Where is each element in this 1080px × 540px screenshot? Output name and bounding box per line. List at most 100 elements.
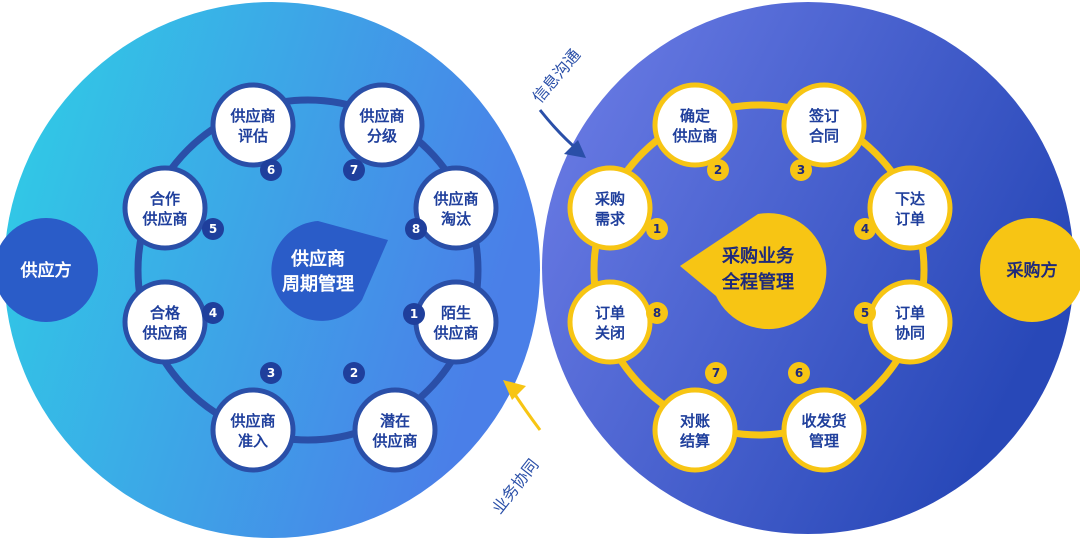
procurement-step-number: 8	[653, 306, 661, 320]
supplier-node-label: 准入	[238, 432, 268, 450]
supplier-side-circle	[0, 218, 98, 322]
supplier-node-label: 供应商	[371, 432, 417, 450]
procurement-node-circle	[867, 165, 953, 251]
supplier-node-circle	[122, 279, 208, 365]
buyer-side-label: 采购方	[1006, 260, 1058, 281]
procurement-node-label: 合同	[808, 127, 839, 145]
procurement-step-badge	[646, 218, 668, 240]
procurement-step-number: 5	[861, 306, 869, 320]
procurement-node-circle	[567, 279, 653, 365]
supplier-node-label: 合格	[149, 304, 181, 322]
procurement-node-label: 管理	[809, 432, 839, 450]
business-flow-label: 业务协同	[488, 455, 542, 517]
procurement-step-badge	[854, 218, 876, 240]
supplier-node-circle	[352, 387, 438, 473]
business-flow-arrowhead-icon	[503, 380, 526, 400]
procurement-step-number: 2	[714, 163, 722, 177]
procurement-node-label: 订单	[595, 304, 625, 322]
supplier-step-number: 8	[412, 222, 420, 236]
procurement-node-label: 供应商	[671, 127, 717, 145]
procurement-step-number: 6	[795, 366, 803, 380]
procurement-node-circle	[652, 387, 738, 473]
procurement-step-badge	[854, 302, 876, 324]
supplier-step-badge	[403, 303, 425, 325]
procurement-step-badge	[646, 302, 668, 324]
procurement-step-badge	[790, 159, 812, 181]
supplier-step-badge	[260, 159, 282, 181]
supplier-step-number: 1	[410, 307, 418, 321]
supplier-lifecycle-ring: 陌生供应商1潜在供应商2供应商准入3合格供应商4合作供应商5供应商评估6供应商分…	[122, 82, 499, 473]
procurement-node-label: 采购	[594, 190, 625, 208]
supplier-step-number: 6	[267, 163, 275, 177]
info-flow-label: 信息沟通	[529, 45, 585, 106]
procurement-node-circle	[567, 165, 653, 251]
procurement-step-number: 3	[797, 163, 805, 177]
procurement-node-circle	[781, 82, 867, 168]
supplier-step-badge	[343, 362, 365, 384]
supplier-node-label: 供应商	[432, 324, 478, 342]
procurement-step-number: 1	[653, 222, 661, 236]
supplier-step-number: 5	[209, 222, 217, 236]
procurement-process-ring: 采购需求1确定供应商2签订合同3下达订单4订单协同5收发货管理6对账结算7订单关…	[567, 82, 953, 473]
supplier-node-circle	[339, 82, 425, 168]
supplier-node-label: 供应商	[432, 190, 478, 208]
procurement-node-label: 协同	[895, 324, 925, 342]
supplier-node-circle	[210, 387, 296, 473]
supplier-node-circle	[413, 165, 499, 251]
supplier-step-number: 7	[350, 163, 358, 177]
procurement-step-number: 4	[861, 222, 869, 236]
buyer-side-circle	[980, 218, 1080, 322]
procurement-node-label: 订单	[895, 210, 925, 228]
info-flow-arrow-icon	[538, 109, 579, 152]
supplier-node-label: 淘汰	[440, 210, 472, 228]
supplier-node-label: 供应商	[141, 324, 187, 342]
procurement-node-label: 确定	[680, 107, 710, 125]
supplier-node-circle	[210, 82, 296, 168]
supplier-node-label: 供应商	[141, 210, 187, 228]
procurement-node-circle	[781, 387, 867, 473]
right-ring-track	[590, 101, 928, 439]
procurement-step-number: 7	[712, 366, 720, 380]
supplier-step-number: 2	[350, 366, 358, 380]
business-flow-arrow-icon	[510, 389, 542, 431]
procurement-node-circle	[652, 82, 738, 168]
supplier-center-drop	[271, 221, 388, 321]
procurement-node-circle	[867, 279, 953, 365]
supplier-step-badge	[343, 159, 365, 181]
supplier-center-title-line2: 周期管理	[282, 273, 354, 295]
supplier-step-number: 4	[209, 306, 217, 320]
supplier-node-label: 评估	[238, 127, 268, 145]
supplier-node-label: 分级	[367, 127, 398, 145]
procurement-node-label: 收发货	[801, 412, 846, 430]
supplier-step-badge	[202, 302, 224, 324]
left-ring-track	[134, 96, 482, 444]
supplier-step-number: 3	[267, 366, 275, 380]
supplier-node-label: 供应商	[229, 107, 275, 125]
procurement-node-label: 下达	[895, 190, 925, 208]
procurement-step-badge	[788, 362, 810, 384]
procurement-node-label: 关闭	[595, 324, 625, 342]
procurement-center-title-line1: 采购业务	[721, 245, 795, 267]
procurement-step-badge	[707, 159, 729, 181]
supplier-node-label: 陌生	[441, 304, 471, 322]
supplier-step-badge	[405, 218, 427, 240]
supplier-side-label: 供应方	[20, 260, 72, 281]
supplier-step-badge	[260, 362, 282, 384]
supplier-node-label: 潜在	[380, 412, 410, 430]
